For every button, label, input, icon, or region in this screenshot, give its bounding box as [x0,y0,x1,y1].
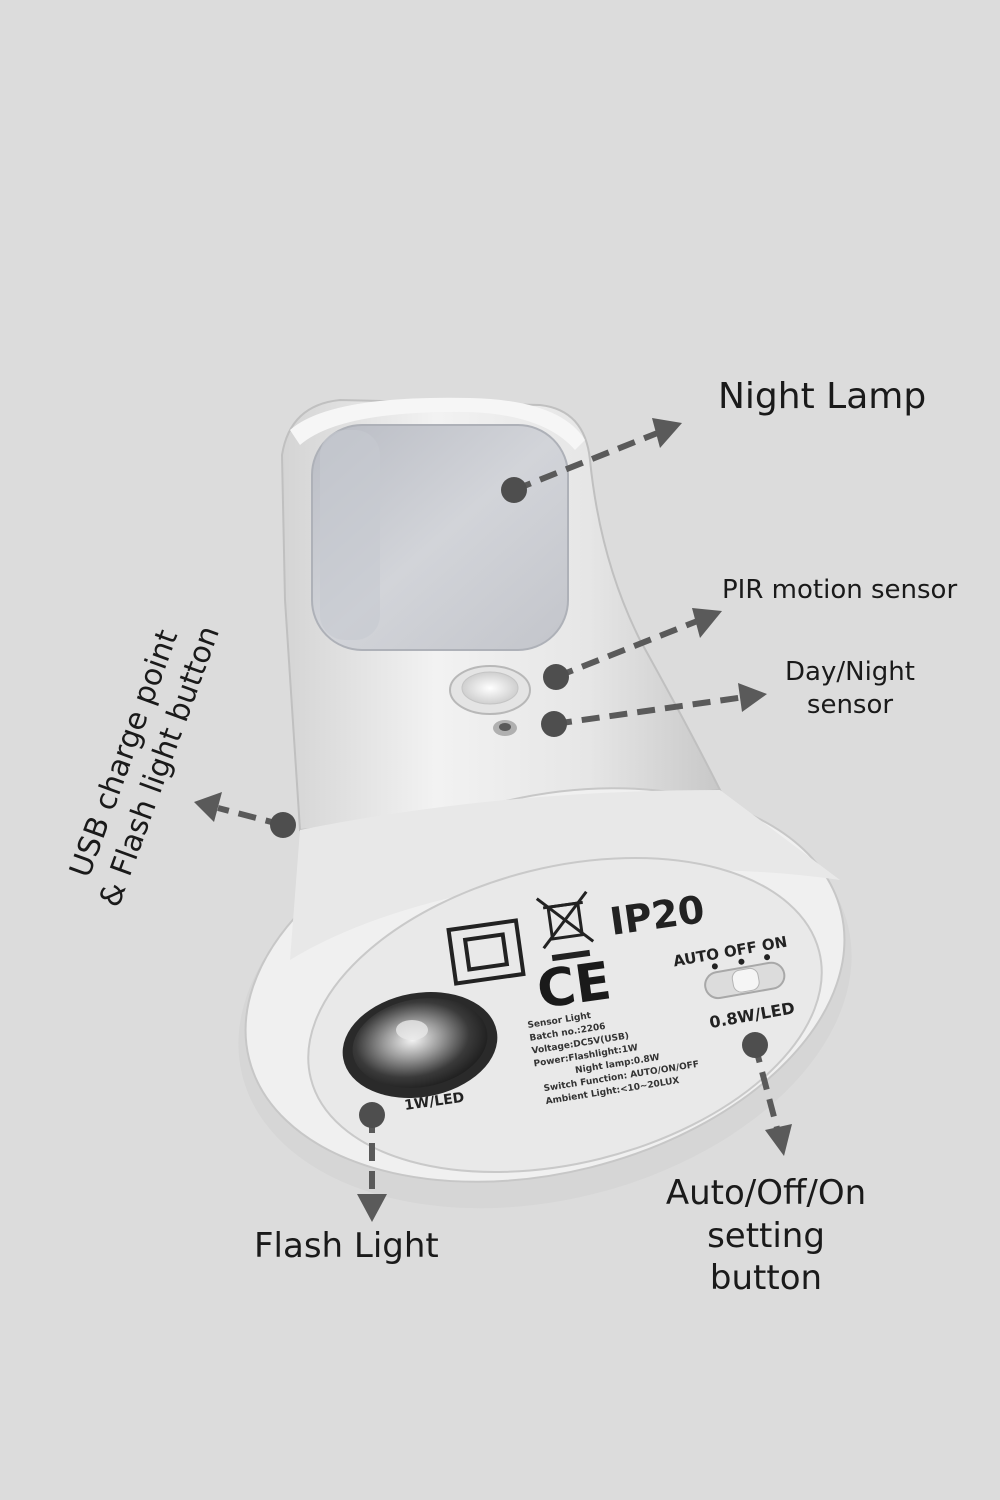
double-insulation-icon [446,918,526,986]
callout-dots [270,477,768,1128]
label-day-night-line2: sensor [806,689,894,720]
flash-light-lens [342,992,498,1098]
weee-bin-icon [535,890,595,962]
arrow-day-night [553,694,746,727]
arrow-pir [554,617,702,680]
arrow-heads [194,418,792,1222]
day-night-sensor [493,720,517,736]
label-auto-line1: Auto/Off/On [665,1173,867,1213]
label-night-lamp: Night Lamp [718,376,927,417]
label-pir-sensor: PIR motion sensor [722,575,958,605]
label-day-night-sensor: Day/Night sensor [760,656,940,721]
ce-mark: CE [533,951,614,1021]
pir-sensor [449,665,531,715]
arrow-auto [752,1044,781,1133]
label-day-night-line1: Day/Night [785,657,915,687]
label-flash-light: Flash Light [254,1226,439,1266]
label-auto-line2: setting button [707,1215,825,1299]
label-auto-off-on: Auto/Off/On setting button [650,1172,882,1300]
